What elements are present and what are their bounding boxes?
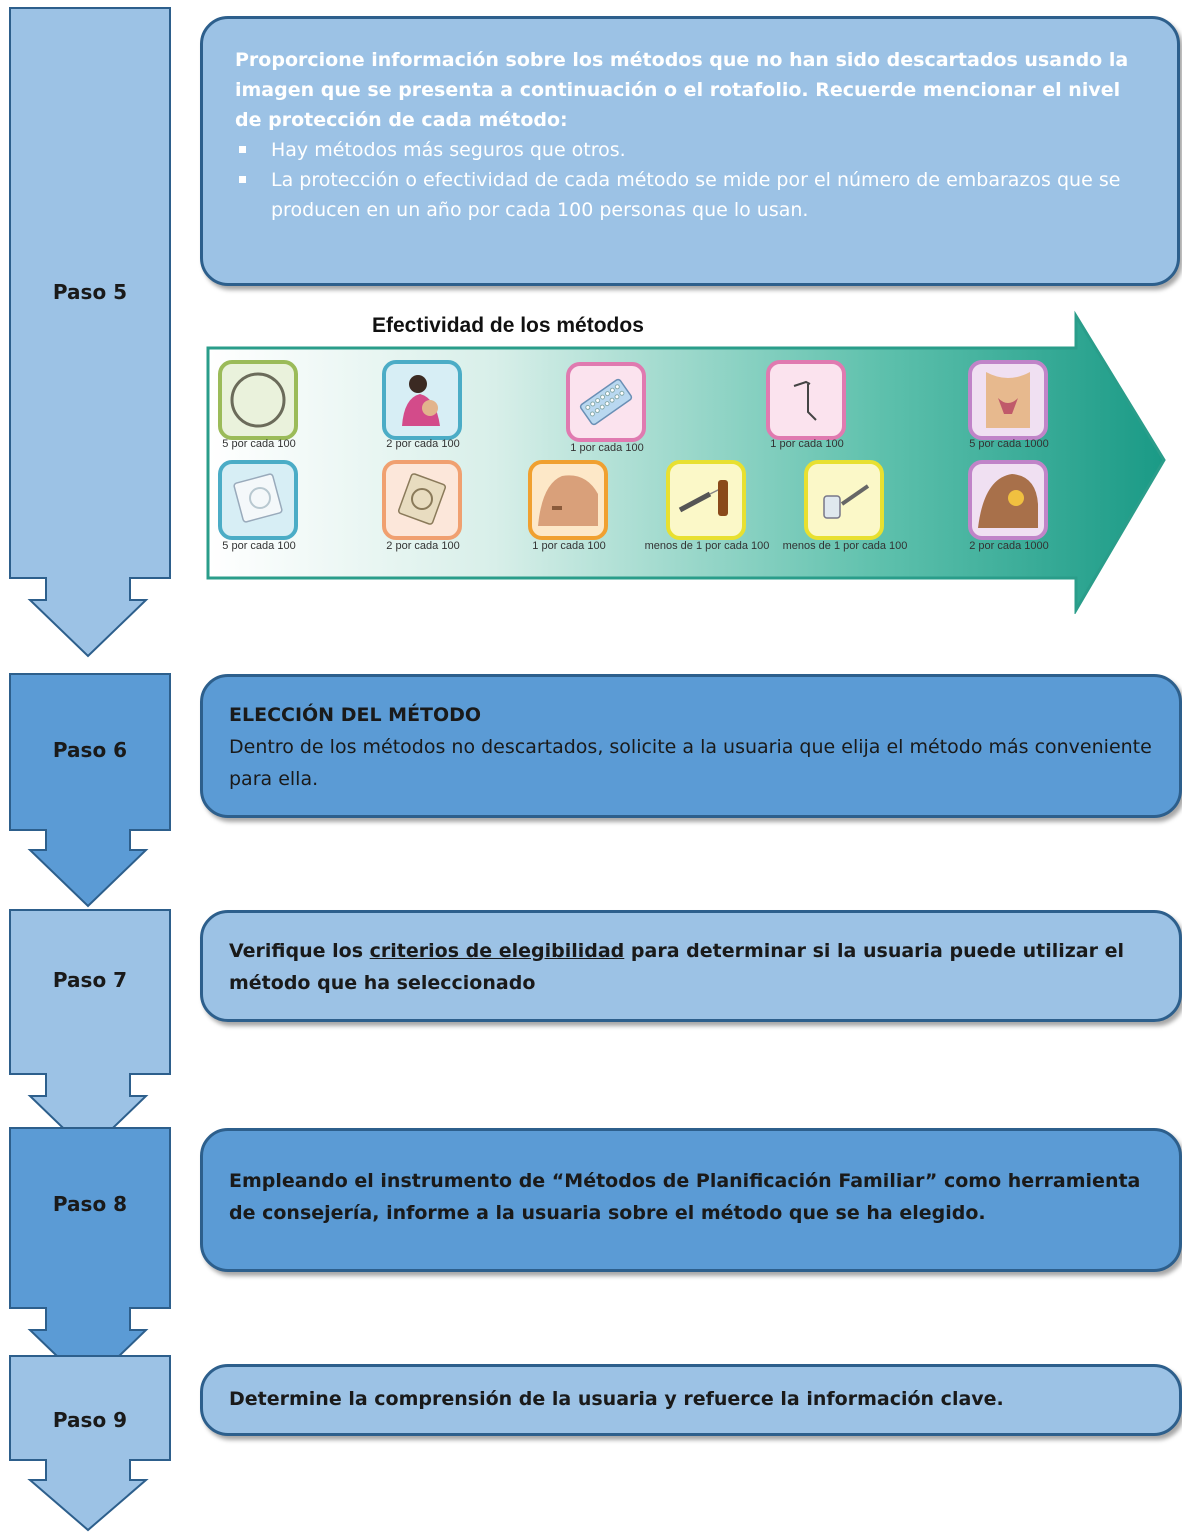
step-9-label: Paso 9 [52, 1408, 128, 1432]
iud-icon [766, 360, 846, 440]
step-5-bullet: Hay métodos más seguros que otros. [235, 135, 1147, 165]
vasectomy-icon [968, 460, 1048, 540]
step-8-box: Empleando el instrumento de “Métodos de … [200, 1128, 1182, 1272]
condom-package-icon [382, 460, 462, 540]
method-caption: 2 por cada 1000 [969, 540, 1049, 552]
step-5-bullet-list: Hay métodos más seguros que otros. La pr… [235, 135, 1147, 225]
method-caption: 5 por cada 100 [222, 438, 296, 450]
step-5-bullet: La protección o efectividad de cada méto… [235, 165, 1147, 225]
step-6-arrow [9, 673, 171, 908]
eligibility-criteria-link[interactable]: criterios de elegibilidad [369, 940, 625, 962]
injection-vial-icon [666, 460, 746, 540]
implant-arm-icon [528, 460, 608, 540]
method-caption: 1 por cada 100 [570, 442, 644, 454]
method-caption: 1 por cada 100 [770, 438, 844, 450]
step-8-label: Paso 8 [52, 1192, 128, 1216]
step-7-arrow [9, 909, 171, 1154]
method-caption: menos de 1 por cada 100 [644, 540, 770, 552]
step-7-box: Verifique los criterios de elegibilidad … [200, 910, 1182, 1022]
method-caption: 2 por cada 100 [386, 438, 460, 450]
method-caption: 1 por cada 100 [532, 540, 606, 552]
step-6-heading: ELECCIÓN DEL MÉTODO [229, 704, 482, 726]
step-8-text: Empleando el instrumento de “Métodos de … [229, 1170, 1141, 1224]
diaphragm-ring-icon [218, 360, 298, 440]
step-6-body: Dentro de los métodos no descartados, so… [229, 736, 1152, 790]
female-sterilization-icon [968, 360, 1048, 440]
step-5-box: Proporcione información sobre los método… [200, 16, 1180, 286]
step-9-arrow [9, 1355, 171, 1532]
step-7-text-before: Verifique los [229, 940, 370, 962]
step-5-label: Paso 5 [52, 280, 128, 304]
pill-pack-icon [566, 362, 646, 442]
method-caption: menos de 1 por cada 100 [782, 540, 908, 552]
step-9-box: Determine la comprensión de la usuaria y… [200, 1364, 1182, 1436]
step-6-label: Paso 6 [52, 738, 128, 762]
method-caption: 5 por cada 100 [222, 540, 296, 552]
step-5-intro: Proporcione información sobre los método… [235, 49, 1129, 131]
step-6-box: ELECCIÓN DEL MÉTODO Dentro de los método… [200, 674, 1182, 818]
method-caption: 2 por cada 100 [386, 540, 460, 552]
step-9-text: Determine la comprensión de la usuaria y… [229, 1388, 1004, 1410]
step-7-label: Paso 7 [52, 968, 128, 992]
method-caption: 5 por cada 1000 [969, 438, 1049, 450]
infographic-title: Efectividad de los métodos [372, 314, 644, 337]
condom-wrapper-icon [218, 460, 298, 540]
step-5-arrow [9, 7, 171, 658]
step-7-text-after: para determinar si la usuaria puede util… [229, 940, 1125, 994]
injection-bottle-icon [804, 460, 884, 540]
breastfeeding-icon [382, 360, 462, 440]
